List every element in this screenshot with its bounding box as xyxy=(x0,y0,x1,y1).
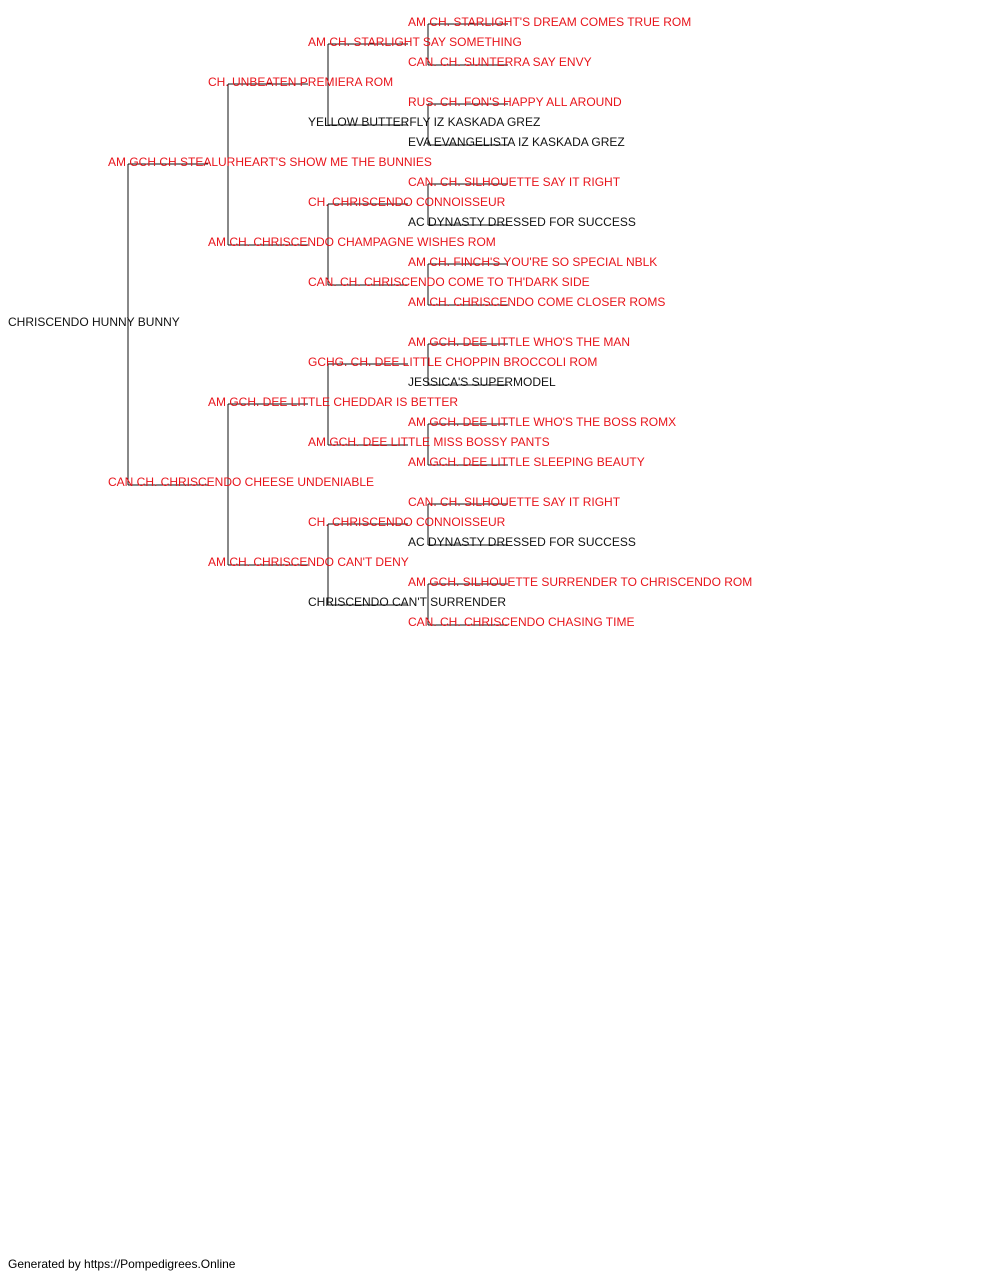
ancestor-gen1-subject: CHRISCENDO HUNNY BUNNY xyxy=(8,315,180,329)
ancestor-gen5-ddss: CAN. CH. SILHOUETTE SAY IT RIGHT xyxy=(408,495,621,509)
ancestor-gen5-ddds: AM GCH. SILHOUETTE SURRENDER TO CHRISCEN… xyxy=(408,575,752,589)
ancestor-gen2-d: CAN CH. CHRISCENDO CHEESE UNDENIABLE xyxy=(108,475,374,489)
ancestor-gen3-dd: AM CH. CHRISCENDO CAN'T DENY xyxy=(208,555,409,569)
ancestor-gen5-sdsd: AC DYNASTY DRESSED FOR SUCCESS xyxy=(408,215,636,229)
ancestor-gen5-dsdd: AM GCH. DEE LITTLE SLEEPING BEAUTY xyxy=(408,455,645,469)
ancestor-gen5-ssds: RUS. CH. FON'S HAPPY ALL AROUND xyxy=(408,95,622,109)
ancestor-gen4-ddd: CHRISCENDO CAN'T SURRENDER xyxy=(308,595,506,609)
ancestor-gen3-ds: AM GCH. DEE LITTLE CHEDDAR IS BETTER xyxy=(208,395,458,409)
ancestor-gen2-s: AM GCH CH STEALURHEART'S SHOW ME THE BUN… xyxy=(108,155,432,169)
connector-lines xyxy=(127,23,508,626)
ancestor-gen4-dsd: AM GCH. DEE LITTLE MISS BOSSY PANTS xyxy=(308,435,550,449)
pedigree-tree: CHRISCENDO HUNNY BUNNY AM GCH CH STEALURH… xyxy=(8,15,752,629)
ancestor-gen4-sdd: CAN. CH. CHRISCENDO COME TO TH'DARK SIDE xyxy=(308,275,590,289)
ancestor-gen4-ssd: YELLOW BUTTERFLY IZ KASKADA GREZ xyxy=(308,115,540,129)
ancestor-gen5-ssss: AM CH. STARLIGHT'S DREAM COMES TRUE ROM xyxy=(408,15,691,29)
ancestor-gen5-ddsd: AC DYNASTY DRESSED FOR SUCCESS xyxy=(408,535,636,549)
ancestor-gen4-dss: GCHG. CH. DEE LITTLE CHOPPIN BROCCOLI RO… xyxy=(308,355,597,369)
ancestor-gen5-sdds: AM CH. FINCH'S YOU'RE SO SPECIAL NBLK xyxy=(408,255,657,269)
ancestor-gen5-sssd: CAN. CH. SUNTERRA SAY ENVY xyxy=(408,55,592,69)
ancestor-gen3-ss: CH. UNBEATEN PREMIERA ROM xyxy=(208,75,393,89)
footer-credit: Generated by https://Pompedigrees.Online xyxy=(8,1257,236,1271)
ancestor-gen5-dssd: JESSICA'S SUPERMODEL xyxy=(408,375,556,389)
ancestor-gen5-dsss: AM GCH. DEE LITTLE WHO'S THE MAN xyxy=(408,335,630,349)
ancestor-gen5-sddd: AM CH. CHRISCENDO COME CLOSER ROMS xyxy=(408,295,665,309)
ancestor-gen4-sss: AM CH. STARLIGHT SAY SOMETHING xyxy=(308,35,522,49)
ancestor-gen5-ssdd: EVA EVANGELISTA IZ KASKADA GREZ xyxy=(408,135,625,149)
ancestor-labels: CHRISCENDO HUNNY BUNNY AM GCH CH STEALURH… xyxy=(8,15,752,629)
ancestor-gen3-sd: AM CH. CHRISCENDO CHAMPAGNE WISHES ROM xyxy=(208,235,496,249)
ancestor-gen4-sds: CH. CHRISCENDO CONNOISSEUR xyxy=(308,195,506,209)
ancestor-gen5-dsds: AM GCH. DEE LITTLE WHO'S THE BOSS ROMX xyxy=(408,415,676,429)
ancestor-gen4-dds: CH. CHRISCENDO CONNOISSEUR xyxy=(308,515,506,529)
ancestor-gen5-sdss: CAN. CH. SILHOUETTE SAY IT RIGHT xyxy=(408,175,621,189)
ancestor-gen5-dddd: CAN. CH. CHRISCENDO CHASING TIME xyxy=(408,615,634,629)
